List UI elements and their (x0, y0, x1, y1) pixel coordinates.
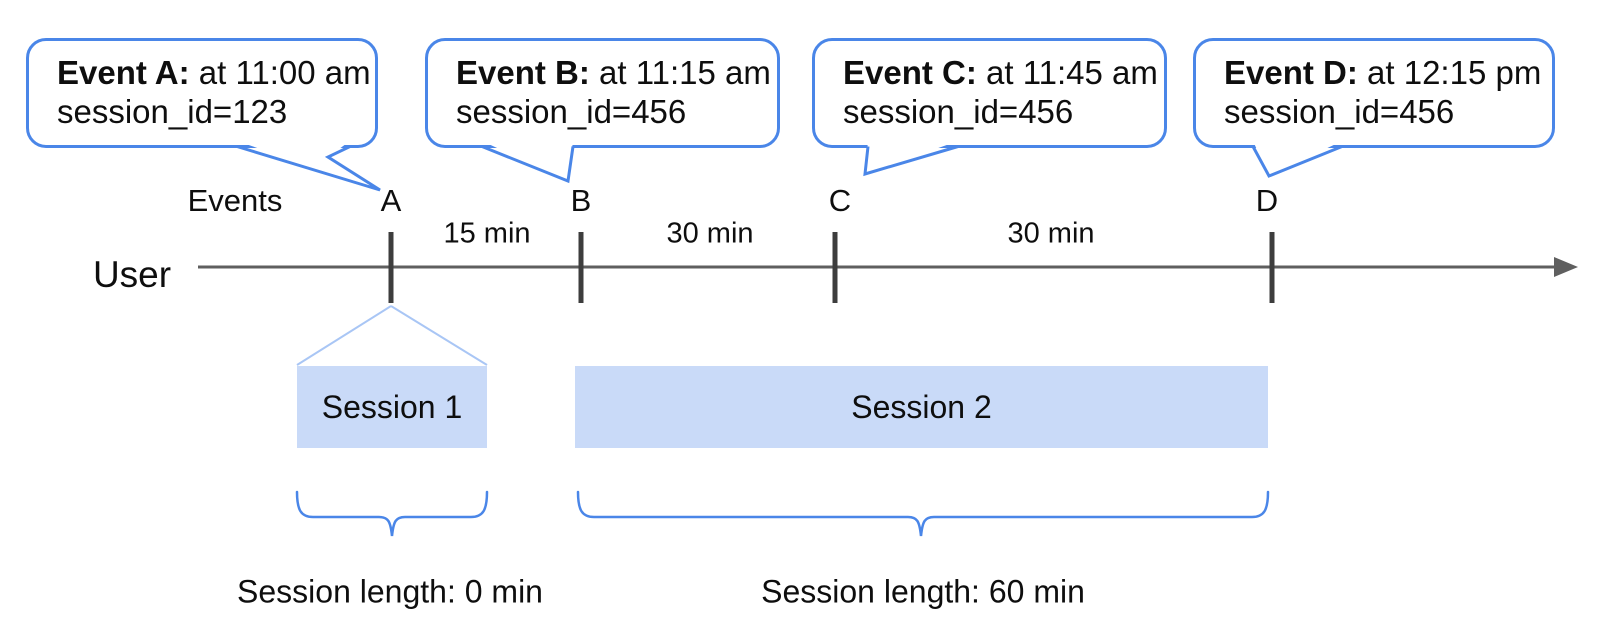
callout-event-d-title: Event D: (1224, 54, 1358, 91)
callout-event-a-session: session_id=123 (57, 93, 288, 130)
callout-event-b: Event B: at 11:15 am session_id=456 (425, 38, 780, 148)
session-1-funnel-lines (296, 305, 488, 366)
callout-event-b-title: Event B: (456, 54, 590, 91)
user-label: User (92, 254, 172, 295)
callout-event-a-time: at 11:00 am (189, 54, 371, 91)
callout-event-d-session: session_id=456 (1224, 93, 1455, 130)
callout-event-d-line1: Event D: at 12:15 pm (1224, 53, 1552, 92)
callout-event-b-time: at 11:15 am (589, 54, 771, 91)
interval-label-c-d: 30 min (1007, 217, 1095, 250)
session-2-label: Session 2 (851, 388, 992, 425)
event-letter-c: C (828, 183, 852, 218)
event-letter-b: B (570, 183, 592, 218)
callout-event-c-line1: Event C: at 11:45 am (843, 53, 1164, 92)
timeline-arrowhead-icon (1554, 257, 1578, 277)
session-1-label: Session 1 (321, 388, 463, 425)
callout-event-b-line1: Event B: at 11:15 am (456, 53, 777, 92)
callout-event-d: Event D: at 12:15 pm session_id=456 (1193, 38, 1555, 148)
session-1-length-label: Session length: 0 min (237, 573, 543, 610)
callout-event-a: Event A: at 11:00 am session_id=123 (26, 38, 378, 148)
session-1-brace (295, 490, 489, 537)
callout-event-c-time: at 11:45 am (976, 54, 1158, 91)
session-2-length-label: Session length: 60 min (761, 573, 1085, 610)
event-letter-d: D (1255, 183, 1279, 218)
callout-event-c-title: Event C: (843, 54, 977, 91)
callout-event-b-session: session_id=456 (456, 93, 687, 130)
session-1-box: Session 1 (297, 366, 487, 448)
callout-event-c-session: session_id=456 (843, 93, 1074, 130)
callout-event-a-title: Event A: (57, 54, 190, 91)
callout-event-d-time: at 12:15 pm (1357, 54, 1542, 91)
callout-event-c: Event C: at 11:45 am session_id=456 (812, 38, 1167, 148)
session-2-brace (576, 490, 1270, 537)
session-2-box: Session 2 (575, 366, 1268, 448)
callout-event-a-line1: Event A: at 11:00 am (57, 53, 375, 92)
interval-label-a-b: 15 min (443, 217, 531, 250)
event-letter-a: A (380, 183, 402, 218)
interval-label-b-c: 30 min (666, 217, 754, 250)
events-label: Events (187, 183, 283, 218)
